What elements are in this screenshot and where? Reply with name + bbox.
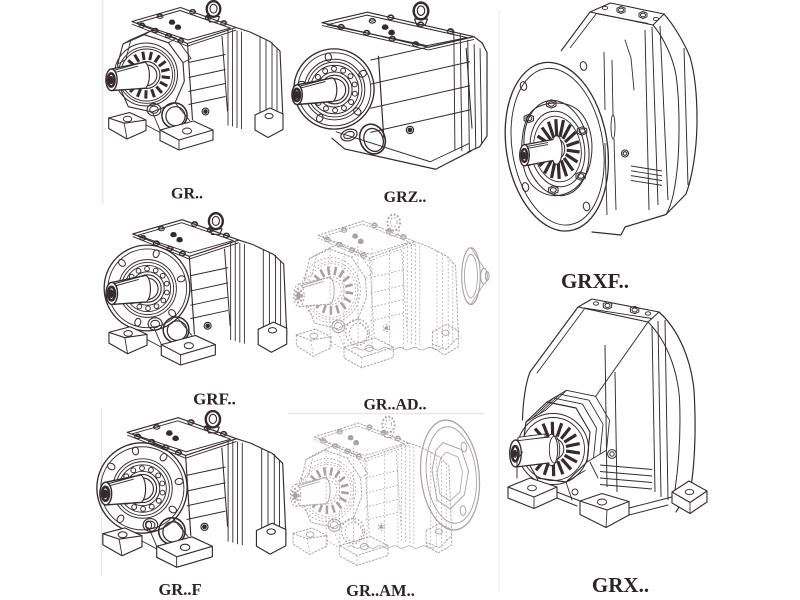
svg-text:GR..AD..: GR..AD..: [363, 397, 426, 414]
svg-text:GR..: GR..: [171, 186, 203, 203]
svg-text:GRF..: GRF..: [193, 390, 236, 409]
svg-text:GR..AM..: GR..AM..: [346, 581, 415, 600]
svg-text:GRX..: GRX..: [592, 573, 649, 597]
svg-text:GRXF..: GRXF..: [561, 269, 629, 293]
svg-text:GRZ..: GRZ..: [384, 189, 427, 206]
svg-text:GR..F: GR..F: [158, 580, 201, 599]
